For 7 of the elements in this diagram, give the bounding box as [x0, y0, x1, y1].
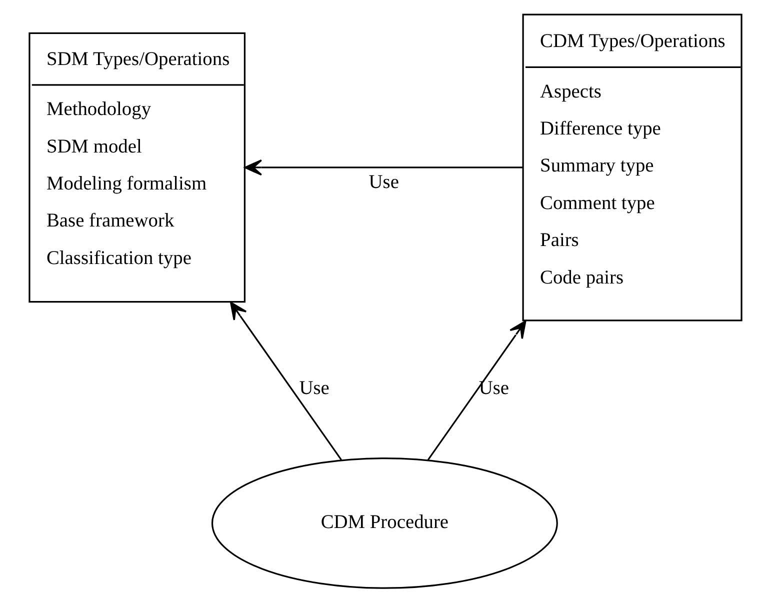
node-ellipse: CDM Procedure — [211, 457, 558, 589]
edge-label: Use — [478, 378, 510, 400]
arrow — [427, 320, 526, 460]
arrow — [244, 159, 523, 176]
edge-label: Use — [299, 378, 330, 400]
edge-label: Use — [368, 172, 399, 193]
arrow — [230, 302, 342, 460]
